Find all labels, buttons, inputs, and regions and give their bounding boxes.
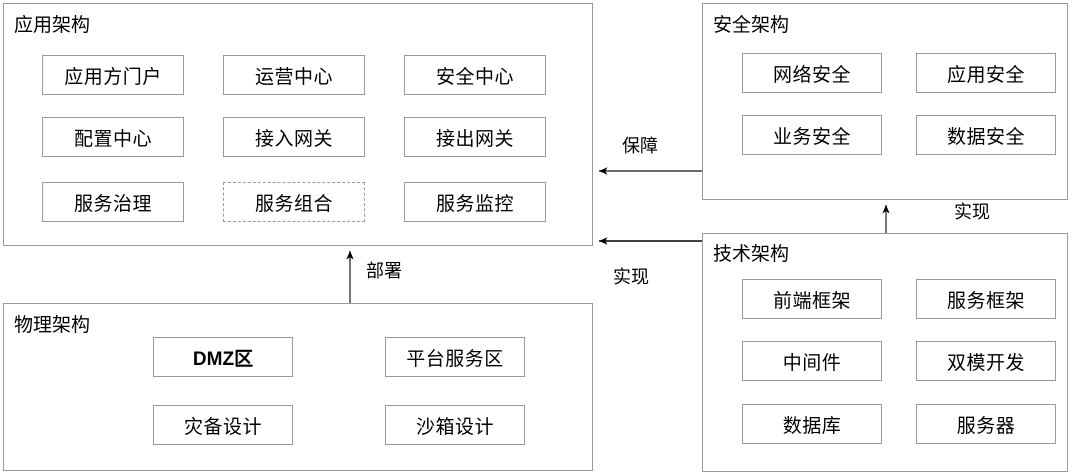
- edge-label-security-to-application: 保障: [622, 136, 658, 156]
- node-network-security[interactable]: 网络安全: [742, 53, 882, 93]
- node-frontend-framework[interactable]: 前端框架: [742, 279, 882, 319]
- node-platform-service-zone[interactable]: 平台服务区: [385, 337, 525, 377]
- edge-label-technical-to-application: 实现: [613, 267, 649, 287]
- edge-label-technical-to-security: 实现: [954, 202, 990, 222]
- node-ingress-gateway[interactable]: 接入网关: [223, 117, 365, 157]
- node-bimodal-development[interactable]: 双模开发: [916, 341, 1056, 381]
- node-dmz-zone[interactable]: DMZ区: [153, 337, 293, 377]
- node-application-security[interactable]: 应用安全: [916, 53, 1056, 93]
- group-title-security: 安全架构: [713, 15, 790, 36]
- group-physical-architecture[interactable]: 物理架构 DMZ区 平台服务区 灾备设计 沙箱设计: [3, 303, 593, 471]
- node-disaster-recovery-design[interactable]: 灾备设计: [153, 405, 293, 445]
- node-app-portal[interactable]: 应用方门户: [42, 55, 184, 95]
- edge-label-physical-to-application: 部署: [366, 261, 402, 281]
- node-security-center[interactable]: 安全中心: [404, 55, 546, 95]
- group-title-technical: 技术架构: [713, 244, 790, 265]
- node-data-security[interactable]: 数据安全: [916, 115, 1056, 155]
- node-service-governance[interactable]: 服务治理: [42, 182, 184, 222]
- group-application-architecture[interactable]: 应用架构 应用方门户 运营中心 安全中心 配置中心 接入网关 接出网关 服务治理…: [3, 3, 593, 246]
- node-service-composition[interactable]: 服务组合: [223, 182, 365, 222]
- node-config-center[interactable]: 配置中心: [42, 117, 184, 157]
- node-service-monitoring[interactable]: 服务监控: [404, 182, 546, 222]
- node-operation-center[interactable]: 运营中心: [223, 55, 365, 95]
- node-database[interactable]: 数据库: [742, 404, 882, 444]
- group-security-architecture[interactable]: 安全架构 网络安全 应用安全 业务安全 数据安全: [702, 3, 1068, 200]
- node-sandbox-design[interactable]: 沙箱设计: [385, 405, 525, 445]
- node-server[interactable]: 服务器: [916, 404, 1056, 444]
- node-middleware[interactable]: 中间件: [742, 341, 882, 381]
- group-title-physical: 物理架构: [14, 315, 91, 336]
- node-egress-gateway[interactable]: 接出网关: [404, 117, 546, 157]
- node-service-framework[interactable]: 服务框架: [916, 279, 1056, 319]
- group-technical-architecture[interactable]: 技术架构 前端框架 服务框架 中间件 双模开发 数据库 服务器: [702, 233, 1068, 472]
- node-business-security[interactable]: 业务安全: [742, 115, 882, 155]
- group-title-application: 应用架构: [14, 15, 91, 36]
